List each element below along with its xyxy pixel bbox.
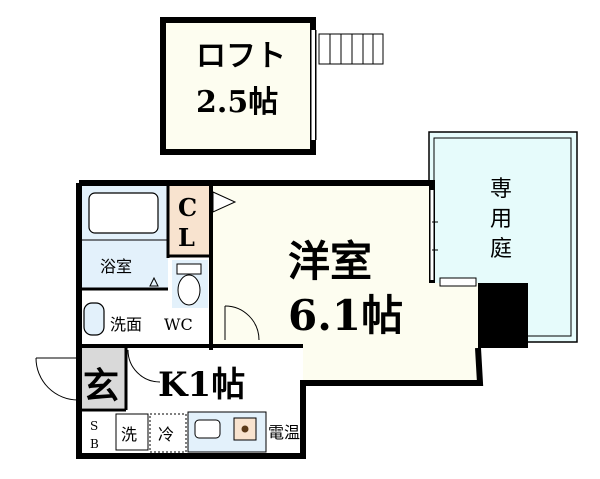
bathroom-name: 浴室 <box>100 257 132 276</box>
kitchen-sink <box>194 419 221 439</box>
garden-pillar <box>478 283 528 348</box>
water-heater-label: 電温 <box>268 423 300 442</box>
closet: C L <box>168 186 237 256</box>
toilet-name: WC <box>164 315 193 334</box>
closet-name-1: C <box>178 193 197 222</box>
wash-basin <box>83 302 105 336</box>
kitchen-size: K1帖 <box>158 365 245 405</box>
shoebox-name-2: B <box>90 437 99 451</box>
shoebox-name-1: S <box>90 419 98 433</box>
loft-ladder <box>318 33 384 65</box>
bathroom: 浴室 <box>82 186 168 289</box>
garden-window <box>429 190 477 287</box>
washroom-name: 洗面 <box>110 315 142 334</box>
garden-name-3: 庭 <box>490 237 512 262</box>
fridge-label: 冷 <box>158 425 174 444</box>
toilet <box>172 260 208 308</box>
toilet-bowl <box>177 274 201 306</box>
washer-label: 洗 <box>121 425 137 444</box>
entrance: 玄 S B 洗 冷 <box>82 348 187 453</box>
western-room: 洋室 6.1帖 <box>211 183 480 383</box>
kitchen: K1帖 電温 <box>126 348 303 453</box>
loft-size: 2.5帖 <box>196 85 278 120</box>
room-door-swing <box>224 305 260 341</box>
garden-name-2: 用 <box>490 207 512 232</box>
entrance-door-swing <box>35 357 79 401</box>
loft-name: ロフト <box>196 39 286 74</box>
garden-name-1: 専 <box>490 177 512 202</box>
bathtub <box>88 192 159 234</box>
western-room-size: 6.1帖 <box>288 291 403 340</box>
western-room-name: 洋室 <box>288 237 372 286</box>
loft-room: ロフト 2.5帖 <box>160 17 317 155</box>
doors <box>35 305 260 401</box>
washroom-door-swing <box>127 349 161 383</box>
entrance-name: 玄 <box>83 365 119 407</box>
stove-burner-icon <box>241 425 249 433</box>
closet-name-2: L <box>178 223 195 252</box>
